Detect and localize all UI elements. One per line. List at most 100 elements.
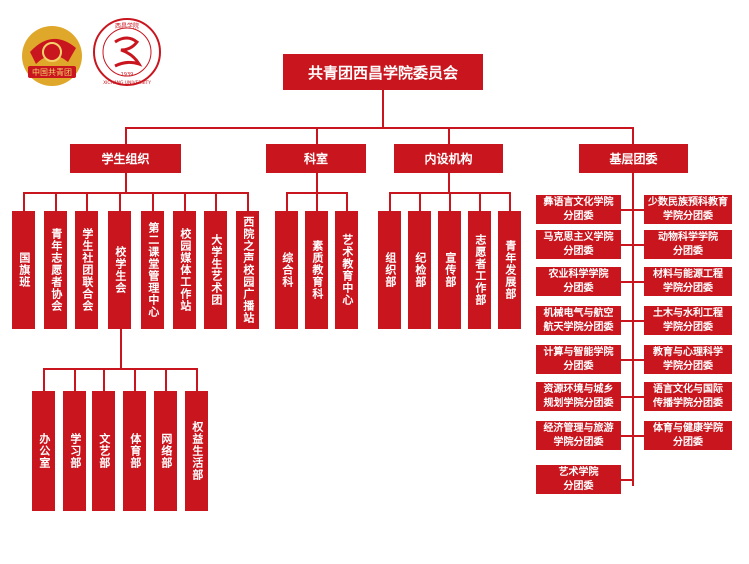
grassroots-left-box: 资源环境与城乡规划学院分团委: [536, 382, 621, 411]
connector-line: [509, 192, 511, 212]
grassroots-right-box: 教育与心理科学学院分团委: [644, 345, 732, 374]
connector-line: [620, 320, 634, 322]
grassroots-line: 分团委: [563, 360, 594, 372]
connector-line: [196, 368, 198, 392]
office-box: 素质教育科: [305, 211, 328, 329]
connector-line: [43, 368, 45, 392]
connector-line: [382, 90, 384, 128]
student-org-box: 校学生会: [108, 211, 131, 329]
connector-line: [620, 479, 634, 481]
connector-line: [247, 192, 249, 212]
connector-line: [632, 281, 645, 283]
connector-line: [125, 173, 127, 193]
connector-line: [449, 192, 451, 212]
connector-line: [286, 192, 288, 212]
grassroots-line: 分团委: [563, 210, 594, 222]
connector-line: [103, 368, 105, 392]
connector-line: [419, 192, 421, 212]
grassroots-right-box: 语言文化与国际传播学院分团委: [644, 382, 732, 411]
connector-line: [55, 192, 57, 212]
grassroots-left-box: 计算与智能学院分团委: [536, 345, 621, 374]
university-seal: 1939 西昌学院 XICHANG UNIVERSITY: [91, 16, 163, 88]
category-grassroots: 基层团委: [579, 144, 688, 173]
connector-line: [632, 359, 645, 361]
grassroots-left-box: 彝语言文化学院分团委: [536, 195, 621, 224]
grassroots-line: 少数民族预科教育: [648, 197, 728, 208]
grassroots-line: 教育与心理科学: [653, 347, 723, 358]
page-title: 共青团西昌学院委员会: [283, 54, 483, 90]
connector-line: [632, 173, 634, 486]
internal-box: 纪检部: [408, 211, 431, 329]
svg-text:XICHANG UNIVERSITY: XICHANG UNIVERSITY: [103, 80, 151, 86]
grassroots-line: 分团委: [563, 245, 594, 257]
student-org-box: 大学生艺术团: [204, 211, 227, 329]
grassroots-line: 学院分团委: [663, 321, 713, 333]
category-internal: 内设机构: [394, 144, 503, 173]
grassroots-line: 航天学院分团委: [543, 321, 614, 333]
connector-line: [119, 192, 121, 212]
grassroots-left-box: 马克思主义学院分团委: [536, 230, 621, 259]
grassroots-right-box: 土木与水利工程学院分团委: [644, 306, 732, 335]
student-org-box: 青年志愿者协会: [44, 211, 67, 329]
grassroots-line: 机械电气与航空: [543, 308, 614, 319]
connector-line: [23, 192, 248, 194]
student-org-box: 西院之声校园广播站: [236, 211, 259, 329]
grassroots-right-box: 动物科学学院分团委: [644, 230, 732, 259]
grassroots-left-box: 农业科学学院分团委: [536, 267, 621, 296]
grassroots-line: 艺术学院: [558, 467, 599, 478]
connector-line: [620, 244, 634, 246]
grassroots-line: 体育与健康学院: [653, 423, 723, 434]
union-dept-box: 体育部: [123, 391, 146, 511]
svg-text:西昌学院: 西昌学院: [115, 22, 139, 30]
svg-text:1939: 1939: [121, 72, 134, 78]
union-dept-box: 学习部: [63, 391, 86, 511]
connector-line: [632, 244, 645, 246]
student-org-box: 校园媒体工作站: [173, 211, 196, 329]
connector-line: [125, 127, 127, 145]
connector-line: [346, 192, 348, 212]
grassroots-line: 动物科学学院: [658, 232, 718, 243]
grassroots-line: 分团委: [563, 282, 594, 294]
grassroots-right-box: 少数民族预科教育学院分团委: [644, 195, 732, 224]
connector-line: [448, 127, 450, 145]
connector-line: [620, 209, 634, 211]
grassroots-line: 经济管理与旅游: [543, 423, 614, 434]
connector-line: [632, 127, 634, 145]
union-dept-box: 文艺部: [92, 391, 115, 511]
connector-line: [152, 192, 154, 212]
grassroots-line: 学院分团委: [663, 282, 713, 294]
grassroots-line: 规划学院分团委: [543, 397, 614, 409]
connector-line: [125, 127, 633, 129]
grassroots-left-box: 机械电气与航空航天学院分团委: [536, 306, 621, 335]
grassroots-line: 分团委: [673, 436, 703, 448]
grassroots-left-box: 艺术学院分团委: [536, 465, 621, 494]
youth-league-emblem: 中国共青团: [18, 22, 86, 88]
grassroots-left-box: 经济管理与旅游学院分团委: [536, 421, 621, 450]
grassroots-line: 传播学院分团委: [653, 397, 723, 409]
connector-line: [165, 368, 167, 392]
connector-line: [134, 368, 136, 392]
svg-text:中国共青团: 中国共青团: [32, 67, 72, 77]
category-student-orgs: 学生组织: [70, 144, 181, 173]
connector-line: [316, 173, 318, 193]
connector-line: [23, 192, 25, 212]
internal-box: 青年发展部: [498, 211, 521, 329]
student-org-box: 学生社团联合会: [75, 211, 98, 329]
union-dept-box: 办公室: [32, 391, 55, 511]
connector-line: [316, 127, 318, 145]
office-box: 艺术教育中心: [335, 211, 358, 329]
connector-line: [74, 368, 76, 392]
connector-line: [632, 435, 645, 437]
connector-line: [44, 368, 197, 370]
category-offices: 科室: [266, 144, 366, 173]
office-box: 综合科: [275, 211, 298, 329]
grassroots-line: 语言文化与国际: [653, 384, 723, 395]
connector-line: [316, 192, 318, 212]
grassroots-line: 土木与水利工程: [653, 308, 723, 319]
grassroots-line: 材料与能源工程: [653, 269, 723, 280]
connector-line: [620, 281, 634, 283]
connector-line: [620, 435, 634, 437]
grassroots-line: 计算与智能学院: [543, 347, 614, 358]
union-dept-box: 网络部: [154, 391, 177, 511]
grassroots-right-box: 材料与能源工程学院分团委: [644, 267, 732, 296]
